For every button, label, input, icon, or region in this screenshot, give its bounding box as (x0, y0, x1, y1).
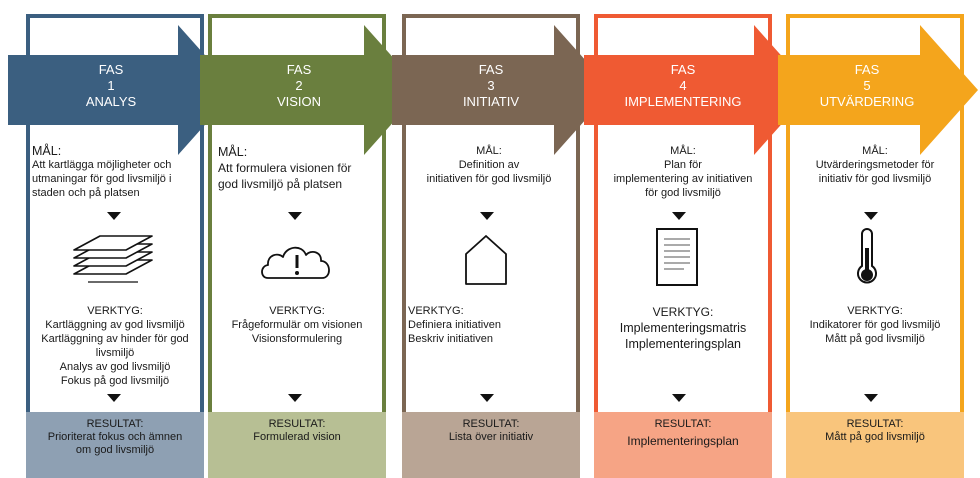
tool-item: Frågeformulär om visionen (231, 319, 363, 331)
result-line: om god livsmiljö (75, 444, 155, 456)
phase-4-result: RESULTAT: Implementeringsplan (594, 412, 772, 478)
down-arrow-icon (672, 212, 686, 220)
goal-line: Definition av (458, 159, 520, 171)
down-arrow-icon (480, 212, 494, 220)
tools-heading: VERKTYG: (87, 305, 143, 317)
phase-name: VISION (276, 94, 322, 109)
down-arrow-icon (107, 394, 121, 402)
goal-heading: MÅL: (218, 145, 248, 159)
result-line: Formulerad vision (253, 431, 341, 443)
goal-heading: MÅL: (32, 144, 62, 158)
document-list-icon (656, 228, 698, 286)
phase-name: IMPLEMENTERING (624, 94, 742, 109)
thermometer-icon (857, 228, 877, 284)
phase-2-result: RESULTAT: Formulerad vision (208, 412, 386, 478)
goal-line: Plan för (664, 159, 702, 171)
tools-heading: VERKTYG: (847, 305, 903, 317)
down-arrow-icon (107, 212, 121, 220)
goal-line: initiativen för god livsmiljö (426, 173, 552, 185)
goal-line: Att formulera visionen för (218, 161, 352, 175)
tool-item: Definiera initiativen (408, 319, 501, 331)
goal-heading: MÅL: (862, 145, 888, 157)
cloud-alert-icon (261, 246, 330, 279)
phase-5-goal: MÅL: Utvärderingsmetoder för initiativ f… (788, 144, 962, 186)
phase-label: FAS (478, 62, 504, 77)
result-heading: RESULTAT: (846, 418, 904, 430)
result-line: Mått på god livsmiljö (825, 431, 925, 443)
phase-1-result: RESULTAT: Prioriterat fokus och ämnen om… (26, 412, 204, 478)
goal-line: staden och på platsen (32, 187, 140, 199)
phase-2-tools: VERKTYG: Frågeformulär om visionen Visio… (210, 304, 384, 346)
phase-label: FAS (854, 62, 880, 77)
tool-item: Implementeringsmatris (619, 321, 747, 335)
layers-icon (73, 235, 153, 283)
tool-item: Implementeringsplan (624, 337, 742, 351)
phase-3-tools: VERKTYG: Definiera initiativen Beskriv i… (408, 304, 576, 346)
phase-number: 5 (863, 78, 871, 93)
phase-2-title: FAS 2 VISION (210, 62, 388, 110)
goal-line: initiativ för god livsmiljö (818, 173, 932, 185)
tool-item: Mått på god livsmiljö (825, 333, 925, 345)
house-icon (465, 235, 507, 285)
tool-item: livsmiljö (95, 347, 135, 359)
tools-heading: VERKTYG: (408, 305, 464, 317)
phase-5-tools: VERKTYG: Indikatorer för god livsmiljö M… (788, 304, 962, 346)
phase-name: ANALYS (85, 94, 137, 109)
tool-item: Indikatorer för god livsmiljö (809, 319, 941, 331)
phase-name: INITIATIV (462, 94, 520, 109)
result-heading: RESULTAT: (86, 418, 144, 430)
result-line: Implementeringsplan (627, 434, 739, 448)
phase-label: FAS (98, 62, 124, 77)
phase-5-title: FAS 5 UTVÄRDERING (778, 62, 956, 110)
down-arrow-icon (288, 212, 302, 220)
phase-3-result: RESULTAT: Lista över initiativ (402, 412, 580, 478)
phase-name: UTVÄRDERING (819, 94, 915, 109)
down-arrow-icon (288, 394, 302, 402)
phase-3-title: FAS 3 INITIATIV (402, 62, 580, 110)
phase-4-title: FAS 4 IMPLEMENTERING (594, 62, 772, 110)
phase-label: FAS (670, 62, 696, 77)
tool-item: Analys av god livsmiljö (59, 361, 171, 373)
phase-2-goal: MÅL: Att formulera visionen för god livs… (218, 144, 382, 192)
phase-label: FAS (286, 62, 312, 77)
down-arrow-icon (672, 394, 686, 402)
down-arrow-icon (480, 394, 494, 402)
tool-item: Visionsformulering (251, 333, 343, 345)
phase-1-tools: VERKTYG: Kartläggning av god livsmiljö K… (28, 304, 202, 388)
goal-heading: MÅL: (670, 145, 696, 157)
tools-heading: VERKTYG: (652, 305, 714, 319)
phase-number: 3 (487, 78, 495, 93)
phase-1-goal: MÅL: Att kartlägga möjligheter och utman… (32, 144, 200, 200)
phase-1-title: FAS 1 ANALYS (22, 62, 200, 110)
phase-3-goal: MÅL: Definition av initiativen för god l… (404, 144, 574, 186)
tool-item: Kartläggning av hinder för god (41, 333, 189, 345)
phase-5-result: RESULTAT: Mått på god livsmiljö (786, 412, 964, 478)
down-arrow-icon (864, 212, 878, 220)
phase-4-goal: MÅL: Plan för implementering av initiati… (596, 144, 770, 200)
result-line: Prioriterat fokus och ämnen (47, 431, 183, 443)
tools-heading: VERKTYG: (269, 305, 325, 317)
goal-line: för god livsmiljö (645, 187, 721, 199)
tool-item: Beskriv initiativen (408, 333, 493, 345)
goal-line: god livsmiljö på platsen (218, 177, 343, 191)
result-heading: RESULTAT: (654, 418, 712, 430)
phase-number: 4 (679, 78, 687, 93)
down-arrow-icon (864, 394, 878, 402)
phase-number: 1 (107, 78, 115, 93)
tool-item: Kartläggning av god livsmiljö (45, 319, 185, 331)
goal-line: Att kartlägga möjligheter och (32, 159, 172, 171)
goal-line: implementering av initiativen (613, 173, 753, 185)
goal-heading: MÅL: (476, 145, 502, 157)
phase-number: 2 (295, 78, 303, 93)
tool-item: Fokus på god livsmiljö (60, 375, 170, 387)
result-heading: RESULTAT: (268, 418, 326, 430)
phase-4-tools: VERKTYG: Implementeringsmatris Implement… (596, 304, 770, 352)
goal-line: Utvärderingsmetoder för (815, 159, 935, 171)
result-line: Lista över initiativ (448, 431, 534, 443)
goal-line: utmaningar för god livsmiljö i (32, 173, 172, 185)
result-heading: RESULTAT: (462, 418, 520, 430)
